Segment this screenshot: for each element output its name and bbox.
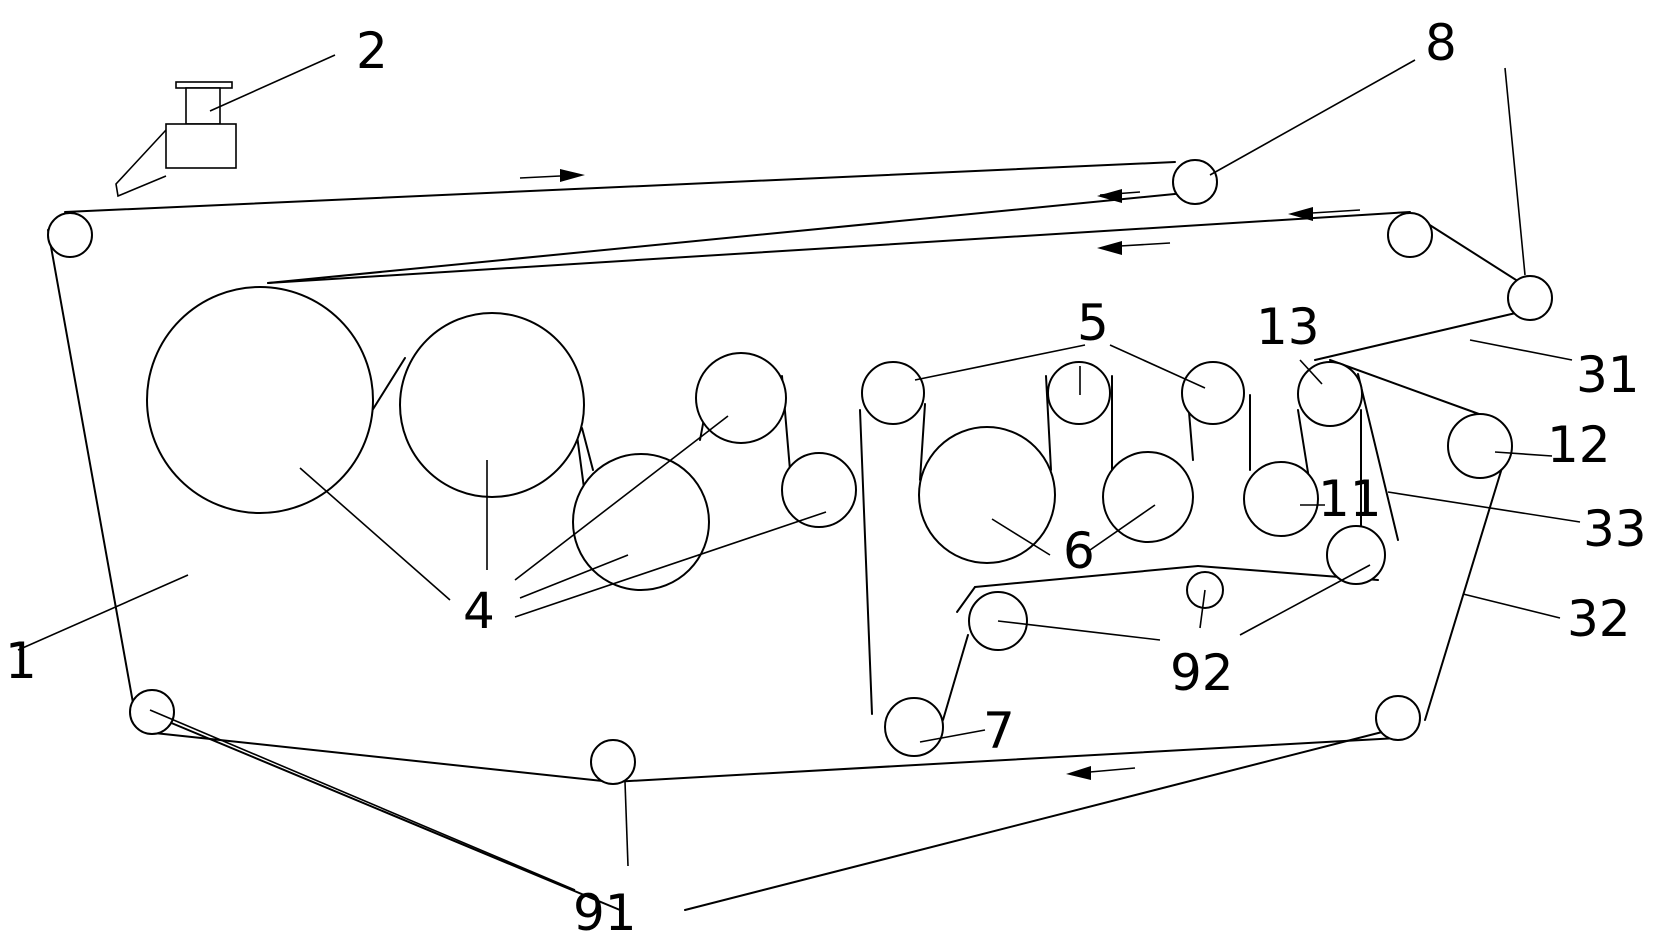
leader-1 (17, 574, 189, 651)
leader-92-a (997, 620, 1161, 641)
belt-lines (47, 161, 1536, 911)
leader-2 (209, 54, 336, 112)
label-91: 91 (573, 884, 637, 942)
roller-12 (1447, 413, 1513, 479)
arrow-left-4-line (1089, 767, 1136, 773)
leader-4-d (519, 554, 629, 599)
roller-7 (884, 697, 944, 757)
belt-second-top (267, 211, 1411, 284)
leader-6-b (1089, 504, 1156, 551)
roller-8-top (1172, 159, 1218, 205)
leader-4-c (514, 415, 729, 581)
rollers (47, 159, 1553, 785)
leader-4-e (514, 511, 827, 618)
leader-33 (1387, 491, 1581, 523)
label-32: 32 (1567, 590, 1631, 648)
roller-5-c (1181, 361, 1245, 425)
label-8: 8 (1425, 14, 1457, 72)
belt-top-lower (267, 191, 1196, 284)
label-92: 92 (1170, 644, 1234, 702)
headbox-lip (115, 129, 167, 198)
belt-92-upper (974, 565, 1199, 588)
leader-4-a (299, 467, 451, 601)
roller-5-b (1047, 361, 1111, 425)
roller-top-right (1387, 212, 1433, 258)
arrow-left-icon (1288, 207, 1313, 221)
arrow-left-icon (1097, 241, 1122, 255)
belt-left-run (47, 229, 136, 715)
belt-33-upper (1329, 359, 1491, 419)
leader-92-c (1239, 564, 1371, 636)
label-33: 33 (1583, 500, 1647, 558)
leader-32 (1462, 593, 1561, 619)
label-2: 2 (356, 22, 388, 80)
roller-6-small (1102, 451, 1194, 543)
leader-7 (919, 729, 986, 743)
arrow-left-icon (1097, 189, 1122, 203)
leader-8-a (1209, 59, 1416, 176)
arrow-left-2-line (1311, 209, 1361, 214)
reference-labels: 2 8 1 4 5 6 7 11 12 13 31 32 33 91 92 (5, 14, 1647, 942)
roller-91-mid (590, 739, 636, 785)
belt-bottom-d (684, 729, 1391, 911)
dryer-cylinder-4-b (695, 352, 787, 444)
belt-bottom-c (144, 711, 621, 911)
belt-top-upper (64, 161, 1176, 213)
leader-31 (1469, 339, 1573, 361)
leader-12 (1494, 451, 1553, 457)
arrow-left-icon (1066, 766, 1091, 780)
label-11: 11 (1318, 470, 1382, 528)
leader-6-a (991, 518, 1051, 556)
leader-5-c (1109, 344, 1206, 389)
headbox-body (165, 123, 237, 169)
roller-6-large (918, 426, 1056, 564)
dryer-cylinder-large-1 (146, 286, 374, 514)
headbox-top-plate (175, 81, 233, 89)
label-5: 5 (1077, 294, 1109, 352)
label-6: 6 (1063, 522, 1095, 580)
roller-left-bottom (129, 689, 175, 735)
belt-92-left (956, 586, 976, 613)
dryer-cylinder-4-a (572, 453, 710, 591)
roller-right-bottom (1375, 695, 1421, 741)
headbox-neck (185, 87, 221, 125)
arrow-right-icon (560, 169, 585, 182)
leader-lines (17, 54, 1581, 891)
roller-13 (1297, 361, 1363, 427)
belt-bottom-b (611, 737, 1399, 783)
headbox-device (115, 81, 237, 198)
belt-to-7 (942, 634, 969, 721)
leader-8-b (1504, 67, 1526, 276)
label-31: 31 (1576, 346, 1640, 404)
leader-5-a (914, 344, 1086, 381)
leader-13 (1299, 359, 1323, 385)
dryer-cylinder-large-2 (399, 312, 585, 498)
web-path-dryer (359, 357, 1362, 715)
label-4: 4 (463, 582, 495, 640)
arrow-right-top-line (519, 175, 561, 179)
leader-92-b (1199, 589, 1206, 629)
belt-32-right (1424, 457, 1506, 721)
label-12: 12 (1547, 416, 1611, 474)
roller-92-right (1326, 525, 1386, 585)
belt-33-lower (1357, 373, 1399, 541)
roller-left-top (47, 212, 93, 258)
leader-91-b (149, 709, 576, 891)
roller-8-right (1507, 275, 1553, 321)
belt-bottom-a (144, 731, 613, 783)
label-7: 7 (983, 702, 1015, 760)
belt-31 (1314, 311, 1521, 361)
roller-5-a (861, 361, 925, 425)
label-13: 13 (1256, 298, 1320, 356)
leader-91-a (624, 781, 629, 867)
direction-arrows (519, 169, 1361, 780)
arrow-left-3-line (1119, 242, 1171, 247)
roller-11 (1243, 461, 1319, 537)
dryer-cylinder-4-c (781, 452, 857, 528)
label-1: 1 (5, 632, 37, 690)
